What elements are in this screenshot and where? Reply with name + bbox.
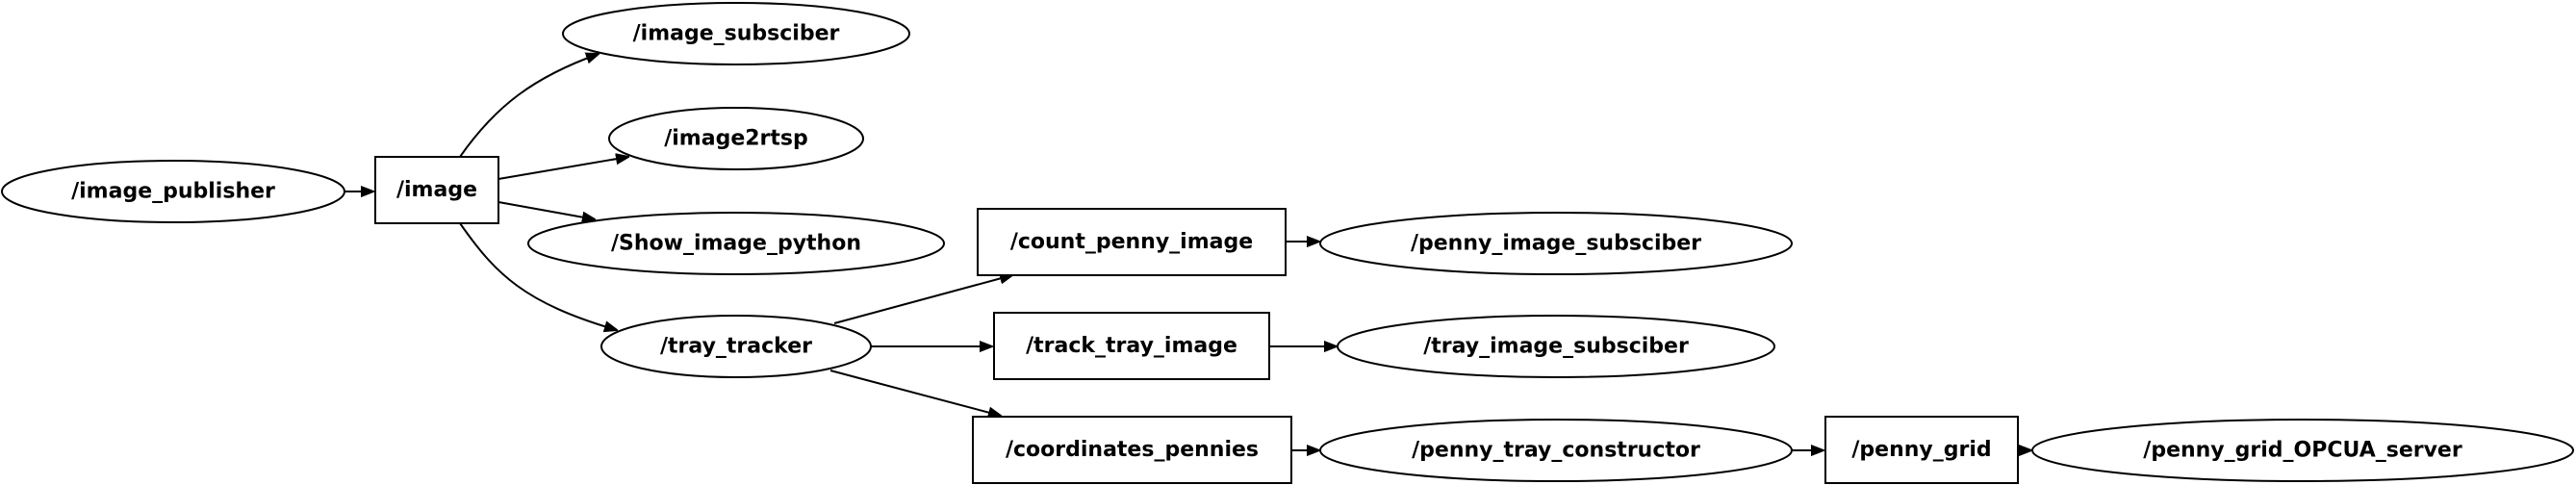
- node-ellipse: [1319, 419, 1793, 482]
- node-n_tray_image_subsciber[interactable]: /tray_image_subsciber: [1337, 315, 1775, 378]
- node-label: /tray_tracker: [660, 335, 812, 359]
- node-label: /tray_image_subsciber: [1423, 335, 1689, 359]
- topic-t_coordinates_pennies[interactable]: /coordinates_pennies: [972, 416, 1292, 484]
- node-n_image_publisher[interactable]: /image_publisher: [1, 160, 345, 223]
- node-label: /image2rtsp: [664, 127, 808, 151]
- node-label: /penny_tray_constructor: [1412, 439, 1700, 463]
- topic-t_count_penny_image[interactable]: /count_penny_image: [977, 208, 1287, 276]
- node-label: /track_tray_image: [1026, 334, 1237, 358]
- topic-box: [993, 312, 1270, 380]
- topic-box: [374, 156, 499, 224]
- node-label: /count_penny_image: [1010, 230, 1253, 254]
- node-ellipse: [562, 2, 910, 65]
- node-ellipse: [2031, 419, 2574, 482]
- topic-box: [972, 416, 1292, 484]
- node-label: /coordinates_pennies: [1006, 438, 1259, 462]
- node-n_penny_tray_constructor[interactable]: /penny_tray_constructor: [1319, 419, 1793, 482]
- node-n_penny_grid_opcua_server[interactable]: /penny_grid_OPCUA_server: [2031, 419, 2574, 482]
- node-ellipse: [608, 107, 864, 170]
- node-n_image2rtsp[interactable]: /image2rtsp: [608, 107, 864, 170]
- node-ellipse: [1319, 212, 1793, 275]
- node-n_show_image_python[interactable]: /Show_image_python: [527, 212, 945, 275]
- node-label: /image_subsciber: [633, 22, 840, 46]
- edge-n_tray_tracker-to-t_coordinates_pennies: [829, 370, 1001, 416]
- topic-t_track_tray_image[interactable]: /track_tray_image: [993, 312, 1270, 380]
- edge-n_tray_tracker-to-t_count_penny_image: [833, 275, 1012, 324]
- topic-t_penny_grid[interactable]: /penny_grid: [1824, 416, 2019, 484]
- node-label: /image: [396, 178, 477, 202]
- edge-t_image-to-n_image_subsciber: [459, 54, 599, 158]
- node-n_penny_image_subsciber[interactable]: /penny_image_subsciber: [1319, 212, 1793, 275]
- topic-box: [1824, 416, 2019, 484]
- node-label: /penny_grid: [1851, 438, 1991, 462]
- node-ellipse: [1, 160, 345, 223]
- node-n_image_subsciber[interactable]: /image_subsciber: [562, 2, 910, 65]
- node-label: /image_publisher: [71, 180, 275, 204]
- edge-t_image-to-n_tray_tracker: [459, 222, 617, 330]
- node-label: /Show_image_python: [611, 232, 861, 256]
- edge-t_image-to-n_show_image_python: [497, 201, 595, 219]
- node-n_tray_tracker[interactable]: /tray_tracker: [600, 315, 872, 378]
- edge-t_image-to-n_image2rtsp: [497, 157, 628, 180]
- edges: [344, 54, 2031, 450]
- node-ellipse: [1337, 315, 1775, 378]
- topic-box: [977, 208, 1287, 276]
- topic-t_image[interactable]: /image: [374, 156, 499, 224]
- node-label: /penny_grid_OPCUA_server: [2143, 439, 2462, 463]
- node-ellipse: [527, 212, 945, 275]
- node-label: /penny_image_subsciber: [1411, 232, 1701, 256]
- node-ellipse: [600, 315, 872, 378]
